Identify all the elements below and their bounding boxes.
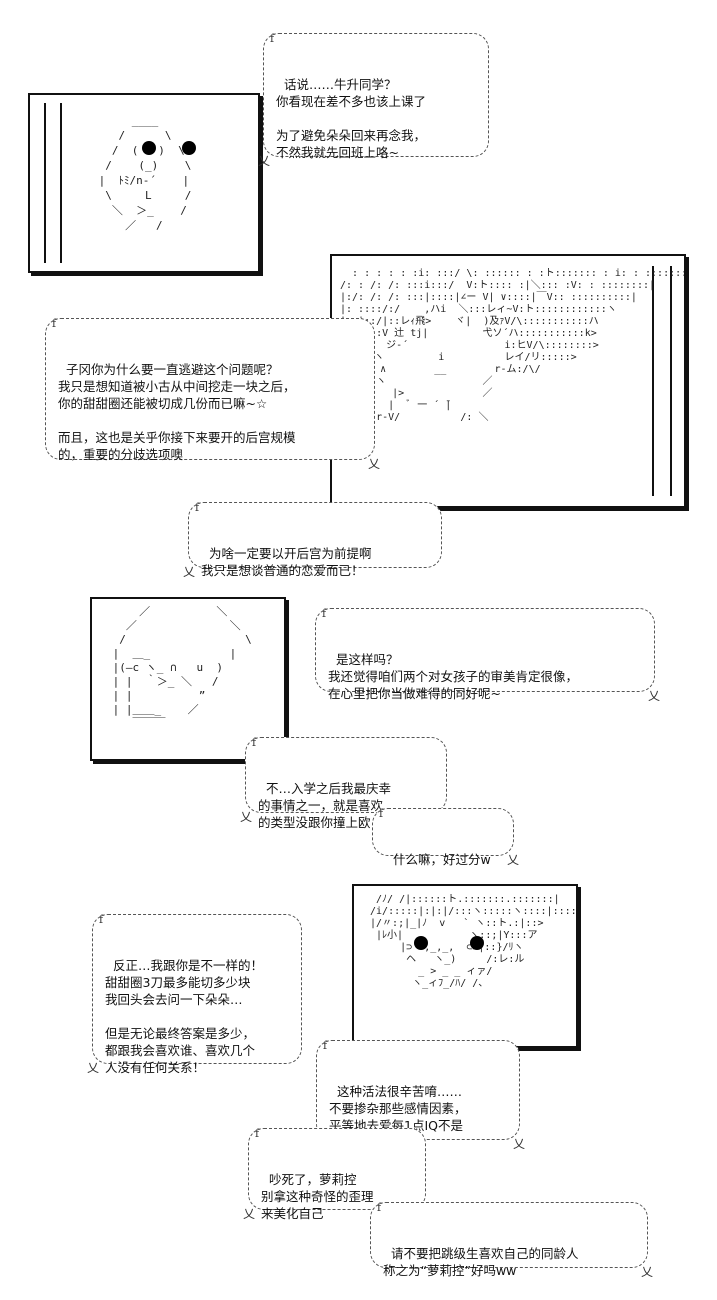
panel-character-2: : : : : : :i: :::/ \: :::::: : :ト:::::::…	[330, 254, 686, 508]
speech-text: 话说……牛升同学？ 你看现在差不多也该上课了 为了避免朵朵回来再念我， 不然我就…	[276, 77, 427, 160]
speech-bubble-3: f 为啥一定要以开后宫为前提啊 我只是想谈普通的恋爱而已！ 乂	[183, 501, 442, 579]
ascii-art-face: ____ / \ / ( ) \ / (_) \ | ﾄﾐ/n‐´ | \ L …	[98, 114, 192, 232]
speech-bubble-7: f 反正…我跟你是不一样的！ 甜甜圈3刀最多能切多少块 我回头会去问一下朵朵… …	[87, 913, 302, 1075]
speech-text: 什么嘛，好过分w	[392, 852, 491, 867]
speech-bubble-10: f 请不要把跳级生喜欢自己的同龄人 称之为“萝莉控”好吗ww 乂	[370, 1201, 653, 1279]
panel-edge-line	[652, 266, 654, 496]
eye-left	[414, 936, 428, 950]
ascii-art-character: /ﾉ/ /|::::::ト.:::::::.:::::::| /i/:::::|…	[370, 894, 578, 989]
speech-bubble-2: f 子冈你为什么要一直逃避这个问题呢？ 我只是想知道被小古从中间挖走一块之后， …	[45, 317, 380, 471]
eye-right	[182, 141, 196, 155]
speech-text: 请不要把跳级生喜欢自己的同龄人 称之为“萝莉控”好吗ww	[383, 1246, 579, 1278]
panel-edge-line	[60, 103, 62, 263]
speech-bubble-6: f 什么嘛，好过分w 乂	[372, 807, 519, 867]
speech-bubble-1: f 话说……牛升同学？ 你看现在差不多也该上课了 为了避免朵朵回来再念我， 不然…	[258, 32, 489, 168]
speech-bubble-9: f 吵死了，萝莉控 别拿这种奇怪的歪理 来美化自己 乂	[243, 1127, 426, 1221]
speech-text: 子冈你为什么要一直逃避这个问题呢？ 我只是想知道被小古从中间挖走一块之后， 你的…	[58, 362, 296, 462]
speech-bubble-5: f 不…入学之后我最庆幸 的事情之一，就是喜欢 的类型没跟你撞上欧 乂	[240, 736, 447, 830]
panel-edge-line	[670, 266, 672, 496]
panel-character-4: /ﾉ/ /|::::::ト.:::::::.:::::::| /i/:::::|…	[352, 884, 578, 1048]
ascii-art-face: ／ ＼ ／ ＼ / \ | ＿_ | |(―c ヽ_ ∩ u ) | | ｀＞_…	[112, 605, 252, 730]
speech-text: 不…入学之后我最庆幸 的事情之一，就是喜欢 的类型没跟你撞上欧	[258, 781, 391, 830]
speech-bubble-8: f 这种活法很辛苦唷…… 不要掺杂那些感情因素， 平等地去爱每1点IQ不是 更幸…	[316, 1039, 525, 1151]
panel-edge-line	[44, 103, 46, 263]
panel-character-1: ____ / \ / ( ) \ / (_) \ | ﾄﾐ/n‐´ | \ L …	[28, 93, 260, 273]
speech-text: 吵死了，萝莉控 别拿这种奇怪的歪理 来美化自己	[261, 1172, 374, 1221]
eye-right	[470, 936, 484, 950]
speech-text: 反正…我跟你是不一样的！ 甜甜圈3刀最多能切多少块 我回头会去问一下朵朵… 但是…	[105, 958, 263, 1075]
ascii-art-character: : : : : : :i: :::/ \: :::::: : :ト:::::::…	[340, 268, 684, 423]
speech-text: 是这样吗？ 我还觉得咱们两个对女孩子的审美肯定很像， 在心里把你当做难得的同好呢…	[328, 652, 579, 701]
speech-text: 为啥一定要以开后宫为前提啊 我只是想谈普通的恋爱而已！	[201, 546, 372, 578]
panel-character-3: ／ ＼ ／ ＼ / \ | ＿_ | |(―c ヽ_ ∩ u ) | | ｀＞_…	[90, 597, 286, 761]
eye-left	[142, 141, 156, 155]
speech-bubble-4: f 是这样吗？ 我还觉得咱们两个对女孩子的审美肯定很像， 在心里把你当做难得的同…	[315, 607, 660, 703]
